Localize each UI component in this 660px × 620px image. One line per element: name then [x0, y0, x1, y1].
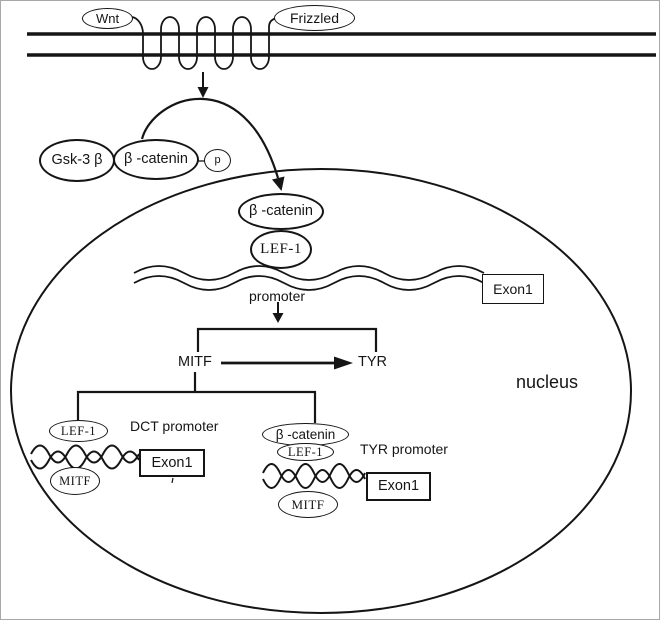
exon1-tyr-box: Exon1 — [366, 472, 431, 501]
beta-catenin-tyr-ellipse: β -catenin — [262, 423, 349, 446]
promoter-bracket — [76, 390, 317, 423]
lef1-dct-ellipse: LEF-1 — [49, 420, 108, 442]
tyr-dna-strand-a — [262, 463, 366, 483]
promoter-label: promoter — [249, 288, 306, 304]
dct-dna-strand-a — [30, 444, 140, 464]
lef1-tyr-ellipse: LEF-1 — [277, 443, 334, 461]
exon1-dct-box: Exon1 — [139, 449, 205, 477]
promoter-dna-bottom-strand — [133, 275, 485, 291]
mitf-gene-label: MITF — [178, 354, 212, 370]
receptor-signal-arrowhead — [197, 87, 209, 98]
gene-bracket — [196, 327, 378, 352]
exon1-main-box: Exon1 — [482, 274, 544, 304]
frizzled-receptor-ellipse: Frizzled — [274, 5, 355, 31]
tyr-gene-label: TYR — [358, 354, 387, 370]
promoter-dna-top-strand — [133, 265, 485, 281]
nucleus-envelope — [10, 168, 632, 614]
gsk3b-ellipse: Gsk-3 β — [39, 139, 115, 182]
mitf-dct-ellipse: MITF — [50, 467, 100, 495]
dct-dna-strand-b — [30, 450, 140, 470]
translocation-arrow-curve — [140, 97, 280, 179]
tyr-dna-strand-b — [262, 469, 366, 489]
tyr-promoter-title: TYR promoter — [360, 441, 448, 457]
dct-exon-tick — [171, 477, 174, 484]
receptor-coil — [131, 16, 278, 70]
nucleus-label: nucleus — [516, 372, 579, 392]
phosphate-circle: p — [204, 149, 231, 172]
mitf-tyr-ellipse: MITF — [278, 491, 338, 518]
mitf-tyr-arrowhead — [334, 356, 353, 370]
lef1-nucleus-ellipse: LEF-1 — [250, 230, 312, 269]
beta-catenin-cytoplasm-ellipse: β -catenin — [113, 139, 199, 180]
translocation-arrowhead — [272, 176, 285, 191]
beta-catenin-nucleus-ellipse: β -catenin — [238, 193, 324, 230]
dct-promoter-title: DCT promoter — [130, 418, 219, 434]
transcription-arrowhead — [272, 313, 284, 323]
wnt-ligand-ellipse: Wnt — [82, 8, 133, 29]
